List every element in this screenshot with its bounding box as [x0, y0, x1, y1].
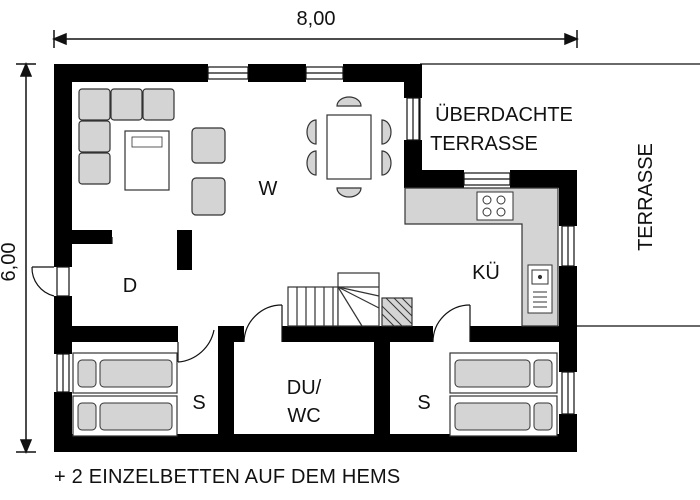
kitchen-counter-icon: [404, 187, 559, 327]
room-label-kitchen: KÜ: [472, 262, 500, 284]
coffee-table-icon: [124, 130, 170, 191]
doors: [31, 237, 471, 363]
room-label-storage: D: [123, 275, 137, 297]
room-label-bedroom-right: S: [417, 392, 430, 414]
covered-terrace-label-line2: TERRASSE: [430, 133, 538, 155]
height-label: 6,00: [0, 243, 20, 282]
covered-terrace-label-line1: ÜBERDACHTE: [435, 104, 573, 126]
height-dimension: [16, 62, 36, 454]
armchair-icon: [191, 127, 226, 216]
open-terrace-label: TERRASSE: [635, 143, 657, 251]
windows: [56, 66, 575, 415]
interior-walls: [72, 230, 559, 434]
width-label: 8,00: [297, 8, 336, 30]
sofa-icon: [78, 88, 175, 185]
beds-caption: + 2 EINZELBETTEN AUF DEM HEMS: [54, 466, 401, 488]
bed-left-icon: [72, 352, 178, 437]
room-label-bath-line1: DU/: [287, 377, 322, 399]
room-label-bedroom-left: S: [192, 392, 205, 414]
width-dimension: [52, 30, 579, 48]
staircase-icon: [287, 272, 380, 327]
dining-table-icon: [306, 96, 392, 198]
room-label-bath-line2: WC: [287, 405, 320, 427]
room-label-living: W: [259, 178, 278, 200]
stove-icon: [381, 297, 413, 327]
exterior-walls: [54, 64, 577, 452]
sink-icon: [527, 264, 553, 314]
bed-right-icon: [449, 352, 558, 437]
